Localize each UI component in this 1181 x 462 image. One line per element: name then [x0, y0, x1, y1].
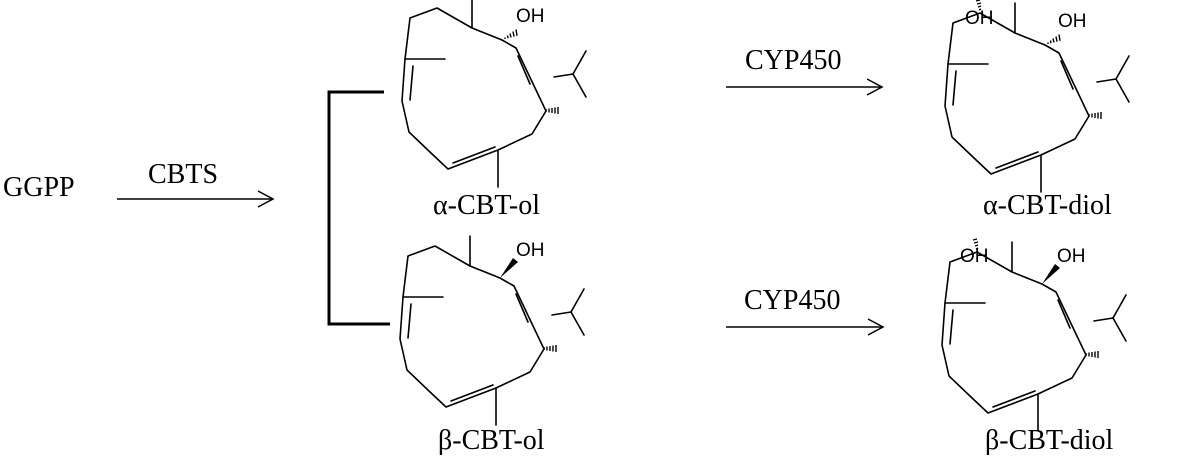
beta-cbt-ol-structure: OH: [399, 235, 585, 426]
alpha-diol-oh-label-2: OH: [1058, 11, 1087, 32]
beta-cbt-ol-label: β-CBT-ol: [438, 425, 545, 456]
enzyme-cyp450-bottom: CYP450: [744, 285, 840, 316]
split-bracket: [327, 90, 390, 326]
alpha-cbt-diol-structure: OH OH: [944, 0, 1130, 193]
beta-cbt-diol-structure: OH OH: [941, 238, 1127, 432]
arrow-cyp450-bottom: [726, 318, 885, 336]
beta-diol-oh-label-2: OH: [1057, 246, 1086, 267]
beta-ol-oh-label: OH: [516, 240, 545, 261]
beta-cbt-diol-label: β-CBT-diol: [985, 425, 1114, 456]
alpha-cbt-diol-label: α-CBT-diol: [983, 190, 1112, 221]
alpha-ol-oh-label: OH: [516, 6, 545, 27]
alpha-diol-oh-label-1: OH: [965, 8, 994, 29]
beta-diol-oh-label-1: OH: [960, 246, 989, 267]
alpha-cbt-ol-label: α-CBT-ol: [433, 190, 540, 221]
enzyme-cbts: CBTS: [148, 159, 218, 190]
arrow-cyp450-top: [726, 78, 884, 96]
arrow-cbts: [117, 190, 275, 208]
enzyme-cyp450-top: CYP450: [745, 45, 841, 76]
substrate-ggpp: GGPP: [3, 172, 75, 203]
alpha-cbt-ol-structure: OH: [401, 0, 587, 188]
